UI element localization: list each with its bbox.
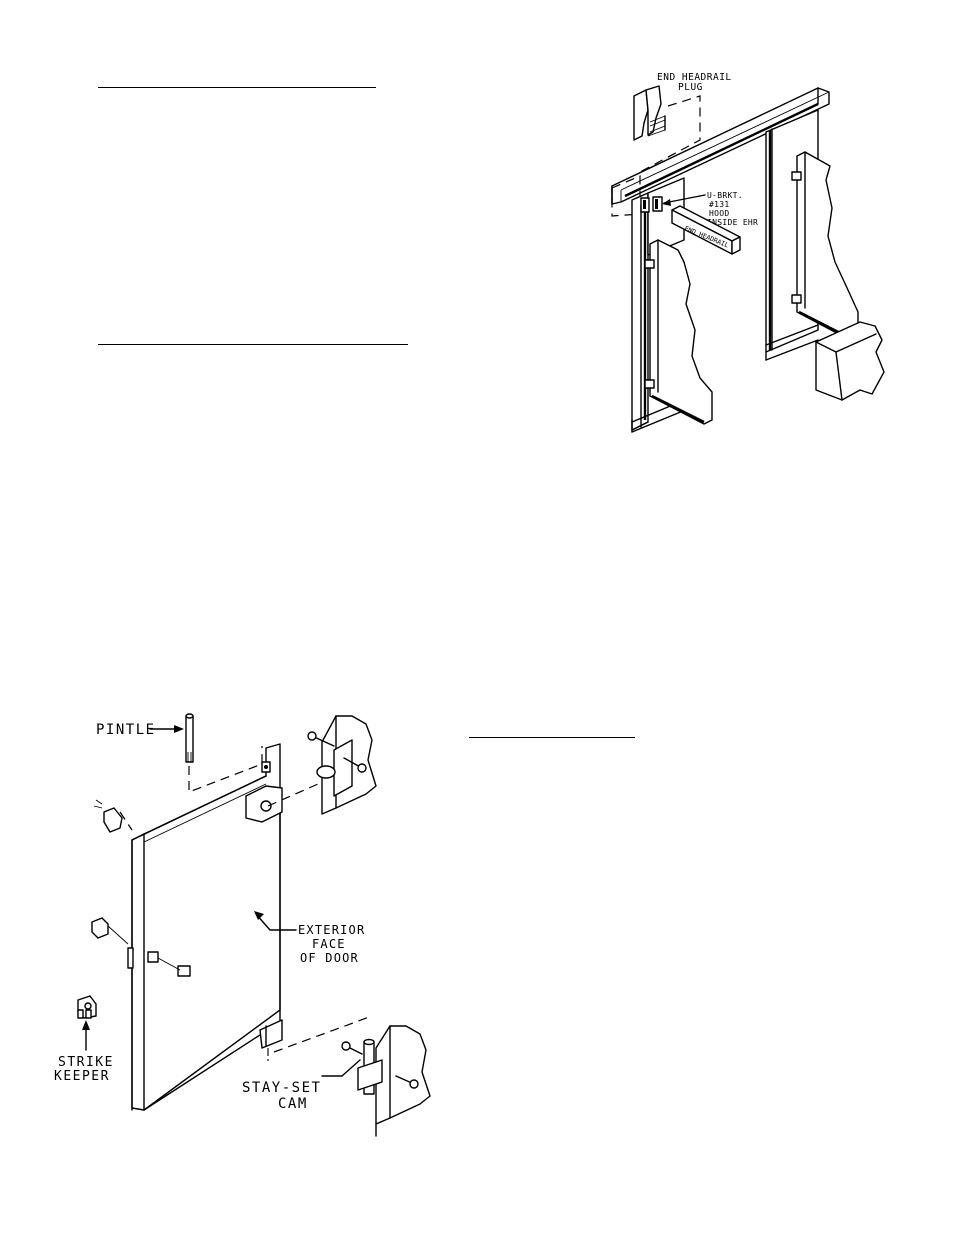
headrail-assembly-drawing: END HEADRAIL PLUG	[611, 72, 885, 433]
top-hinge-notch	[245, 761, 283, 823]
strike-keeper	[77, 995, 97, 1019]
heading-rule-2	[98, 344, 408, 345]
bottom-hinge-dashed	[273, 1015, 373, 1053]
door-top-dashed	[119, 811, 133, 831]
right-panel	[791, 151, 859, 341]
u-bracket-arrow	[663, 194, 706, 204]
pintle-dashed	[188, 746, 263, 793]
stay-set-cam-label: STAY-SET CAM	[242, 1080, 331, 1112]
bottom-hinge-notch	[259, 1019, 283, 1049]
bottom-pilaster	[375, 1025, 431, 1137]
door-bracket	[91, 917, 191, 977]
heading-rule-3	[469, 737, 635, 738]
plug-leader-dashed	[639, 95, 701, 173]
heading-rule-1	[98, 87, 376, 88]
exterior-face-label: EXTERIOR FACE OF DOOR	[298, 923, 374, 965]
end-headrail-plug	[633, 85, 666, 141]
exterior-face-leader	[255, 913, 297, 931]
strike-keeper-label: STRIKE KEEPER	[54, 1055, 123, 1084]
headrail	[611, 87, 830, 217]
door	[127, 743, 281, 1111]
top-hinge-dashed	[267, 783, 319, 807]
floor-block	[815, 321, 885, 401]
strike-bracket	[93, 799, 123, 833]
pintle	[185, 713, 194, 763]
pintle-label: PINTLE	[96, 722, 156, 738]
door-assembly-drawing: PINTLE	[54, 713, 431, 1137]
end-headrail-plug-label: END HEADRAIL PLUG	[657, 72, 738, 93]
top-pilaster	[307, 715, 377, 815]
u-bracket-label: U-BRKT. #131 HOOD INSIDE EHR	[707, 191, 758, 227]
stay-set-cam-leader	[321, 1059, 361, 1077]
stay-set-cam	[341, 1038, 419, 1095]
left-panel	[644, 239, 713, 425]
